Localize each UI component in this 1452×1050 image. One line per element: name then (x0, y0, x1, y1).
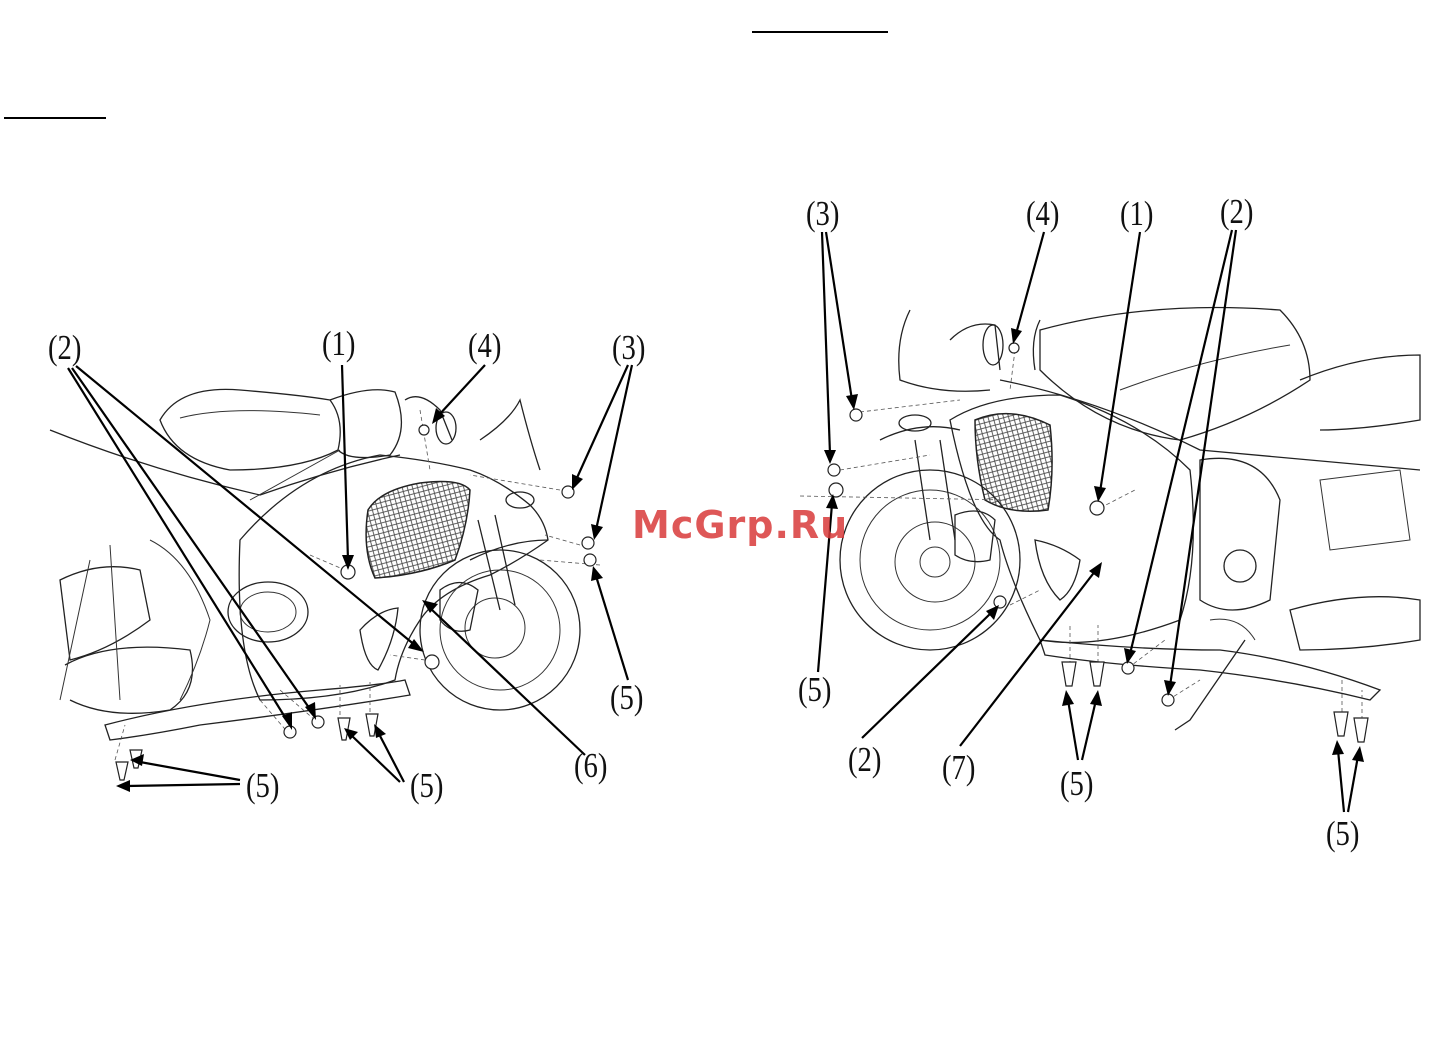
left-callout-6: (6) (574, 748, 607, 783)
right-callout-4: (4) (1026, 196, 1059, 231)
left-callout-5-middle: (5) (410, 768, 443, 803)
right-callout-2-top: (2) (1220, 194, 1253, 229)
left-side-motorcycle-drawing (50, 389, 600, 780)
right-callout-arrows (818, 230, 1364, 812)
left-callout-4: (4) (468, 328, 501, 363)
left-callout-5-right: (5) (610, 680, 643, 715)
right-callout-5-right: (5) (1326, 816, 1359, 851)
right-callout-5-left: (5) (798, 672, 831, 707)
left-callout-1: (1) (322, 326, 355, 361)
left-callout-3: (3) (612, 330, 645, 365)
watermark: McGrp.Ru (632, 503, 848, 547)
right-callout-5-middle: (5) (1060, 766, 1093, 801)
right-side-motorcycle-drawing (800, 308, 1420, 743)
right-callout-2-bottom: (2) (848, 742, 881, 777)
left-callout-5-left: (5) (246, 768, 279, 803)
left-callout-2: (2) (48, 330, 81, 365)
right-callout-7: (7) (942, 750, 975, 785)
right-callout-1: (1) (1120, 196, 1153, 231)
right-callout-3: (3) (806, 196, 839, 231)
